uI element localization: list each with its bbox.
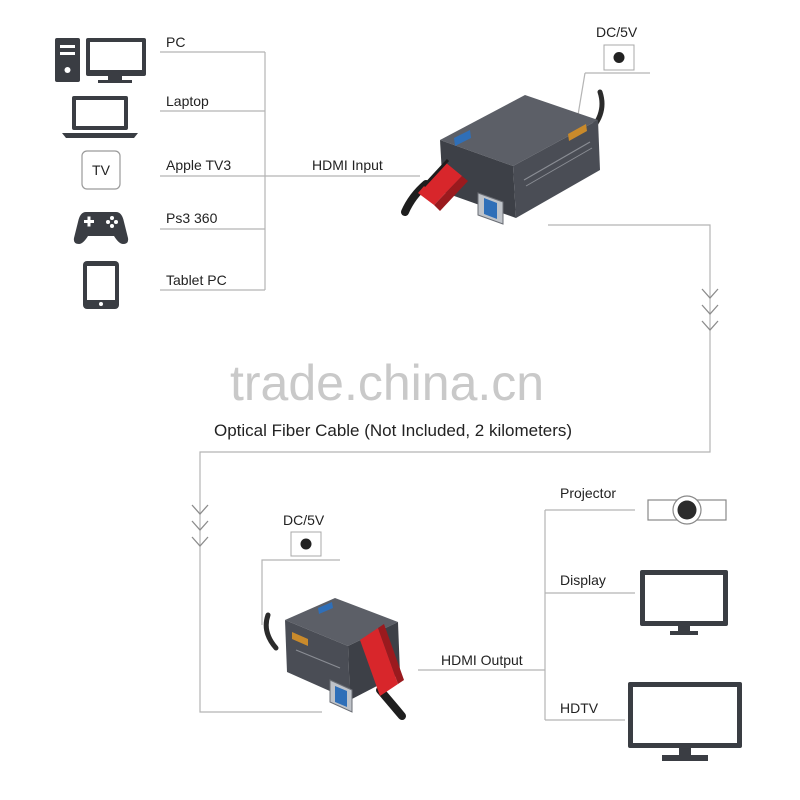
power-label-top: DC/5V [596,24,638,40]
source-label-ps3: Ps3 360 [166,210,218,226]
power-label-bottom: DC/5V [283,512,325,528]
output-label-projector: Projector [560,485,616,501]
receiver-device [263,598,406,720]
watermark-text: trade.china.cn [230,355,544,411]
desktop-pc-icon [55,38,146,83]
source-label-pc: PC [166,34,185,50]
fiber-caption: Optical Fiber Cable (Not Included, 2 kil… [214,421,572,440]
hdtv-icon [628,682,742,761]
output-label-hdtv: HDTV [560,700,599,716]
tv-box-icon: TV [81,150,121,190]
laptop-icon [62,96,138,138]
power-jack-bottom-icon [290,531,322,557]
fiber-path-top [191,224,719,713]
hdmi-output-label: HDMI Output [441,652,523,668]
projector-icon [647,495,727,525]
tv-box-badge: TV [92,162,111,178]
output-label-display: Display [560,572,606,588]
hdmi-input-label: HDMI Input [312,157,383,173]
power-jack-icon [603,44,635,71]
source-label-tablet: Tablet PC [166,272,227,288]
monitor-icon [640,570,728,635]
power-cable-top [577,72,586,116]
source-label-apple-tv: Apple TV3 [166,157,231,173]
gamepad-icon [73,212,129,244]
source-label-laptop: Laptop [166,93,209,109]
source-lines [160,51,420,291]
output-lines [418,509,635,721]
tablet-icon [83,261,119,309]
transmitter-device [401,89,605,225]
power-line-bottom [261,559,340,625]
